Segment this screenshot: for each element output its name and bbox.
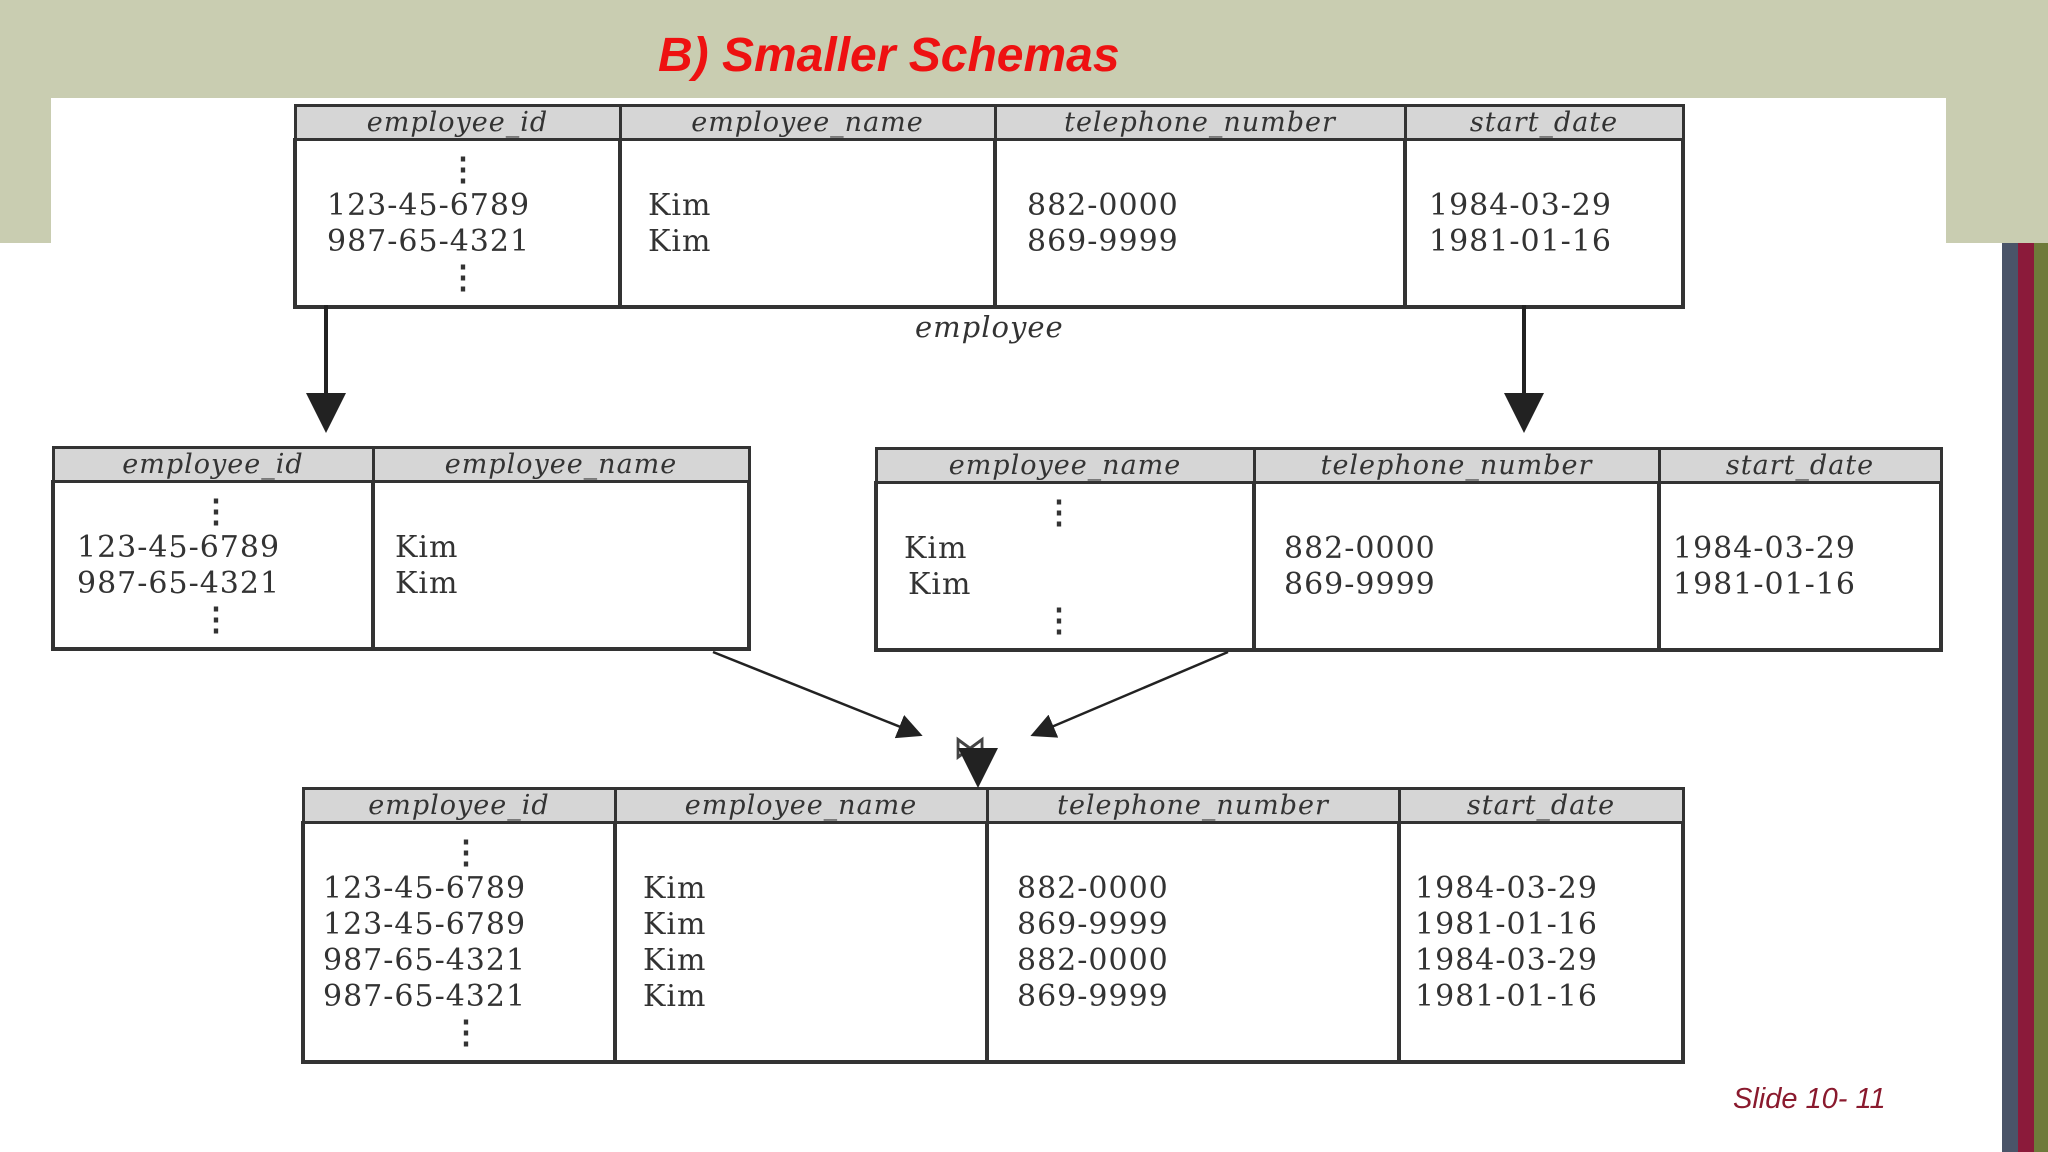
table-cell: 1981-01-16 (1403, 223, 1685, 259)
column-header: employee_id (293, 104, 622, 141)
table-cell: 869-9999 (993, 223, 1407, 259)
employee-name-phone-date-table: employee_name telephone_number start_dat… (874, 447, 1943, 652)
arrow-right-to-join (1030, 650, 1229, 738)
ellipsis-marker: ⋮ (301, 834, 617, 870)
table-cell: 1981-01-16 (1397, 906, 1685, 942)
table-cell: Kim (618, 187, 997, 223)
ellipsis-marker: ⋮ (874, 602, 1256, 638)
table-cell: Kim (874, 530, 1256, 566)
table-cell: 1984-03-29 (1397, 870, 1685, 906)
table-cell: 1984-03-29 (1403, 187, 1685, 223)
table-cell: 882-0000 (985, 942, 1401, 978)
table-cell: Kim (618, 223, 997, 259)
column-header: employee_name (618, 104, 997, 141)
arrow-left-to-join (712, 650, 923, 739)
column-header: employee_id (51, 446, 375, 483)
relation-caption: employee (915, 310, 1064, 344)
ellipsis-marker: ⋮ (293, 259, 622, 295)
table-cell: Kim (613, 942, 989, 978)
table-cell: 987-65-4321 (301, 942, 617, 978)
column-header: start_date (1397, 787, 1685, 824)
ellipsis-marker: ⋮ (51, 601, 375, 637)
ellipsis-marker: ⋮ (301, 1014, 617, 1050)
slide-number: Slide 10- 11 (1733, 1083, 1886, 1115)
column-header: employee_name (371, 446, 751, 483)
column-header: start_date (1403, 104, 1685, 141)
column-header: employee_name (874, 447, 1256, 484)
column-header: employee_name (613, 787, 989, 824)
table-cell: 1984-03-29 (1657, 530, 1943, 566)
table-cell: 987-65-4321 (293, 223, 622, 259)
table-cell: Kim (371, 529, 751, 565)
table-cell: 123-45-6789 (301, 906, 617, 942)
table-cell: Kim (613, 870, 989, 906)
accent-stripe-slate (2002, 243, 2018, 1152)
ellipsis-marker: ⋮ (293, 151, 622, 187)
table-cell: 123-45-6789 (51, 529, 375, 565)
employee-id-name-table: employee_id employee_name ⋮ 123-45-6789 … (51, 446, 751, 651)
column-header: telephone_number (985, 787, 1401, 824)
accent-stripe-olive (2034, 243, 2048, 1152)
join-result-table: employee_id employee_name telephone_numb… (301, 787, 1685, 1064)
table-cell: 1984-03-29 (1397, 942, 1685, 978)
accent-stripe-maroon (2018, 243, 2034, 1152)
table-cell: 1981-01-16 (1397, 978, 1685, 1014)
table-cell: 882-0000 (993, 187, 1407, 223)
ellipsis-marker: ⋮ (874, 494, 1256, 530)
column-header: telephone_number (993, 104, 1407, 141)
table-cell: 882-0000 (1252, 530, 1661, 566)
table-cell: 123-45-6789 (293, 187, 622, 223)
table-cell: Kim (613, 906, 989, 942)
column-header: employee_id (301, 787, 617, 824)
employee-table: employee_id employee_name telephone_numb… (293, 104, 1685, 309)
column-header: telephone_number (1252, 447, 1661, 484)
slide-title: B) Smaller Schemas (658, 29, 1120, 82)
table-cell: 869-9999 (1252, 566, 1661, 602)
column-header: start_date (1657, 447, 1943, 484)
table-cell: 869-9999 (985, 978, 1401, 1014)
table-cell: 1981-01-16 (1657, 566, 1943, 602)
table-cell: 123-45-6789 (301, 870, 617, 906)
table-cell: 987-65-4321 (51, 565, 375, 601)
table-cell: 869-9999 (985, 906, 1401, 942)
table-cell: 987-65-4321 (301, 978, 617, 1014)
ellipsis-marker: ⋮ (51, 493, 375, 529)
table-cell: Kim (874, 566, 1256, 602)
table-cell: Kim (371, 565, 751, 601)
table-cell: Kim (613, 978, 989, 1014)
table-cell: 882-0000 (985, 870, 1401, 906)
